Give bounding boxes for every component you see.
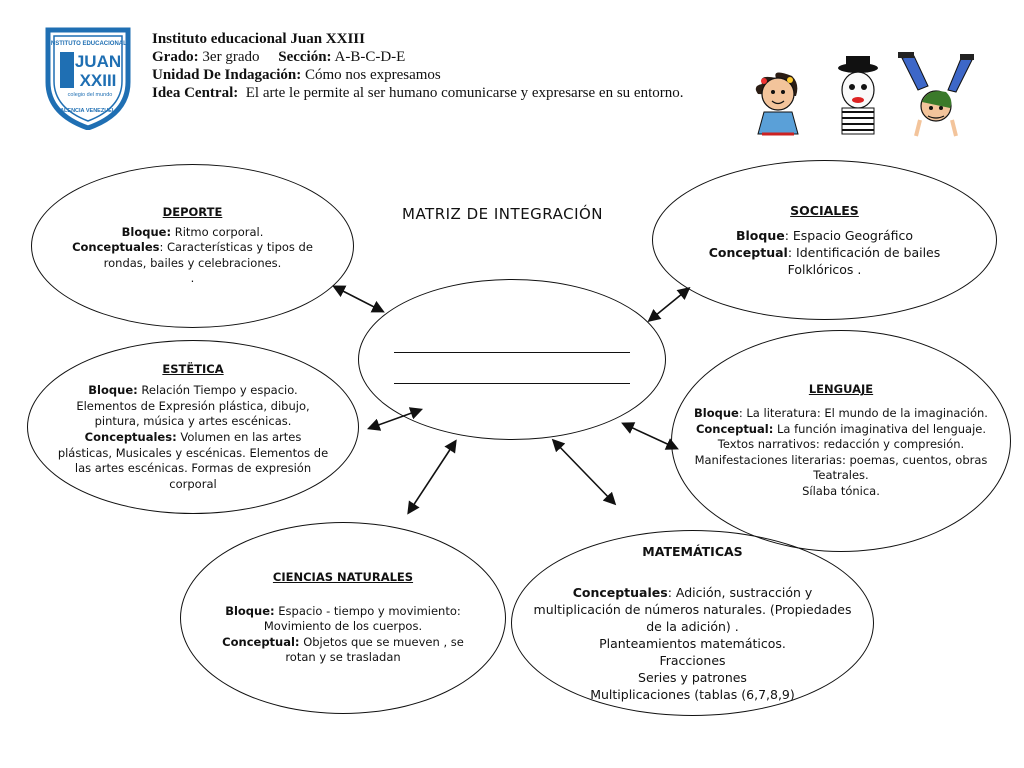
node-matematicas-conceptuales: Conceptuales: Adición, sustracción y mul… <box>532 584 853 635</box>
node-deporte-title: DEPORTE <box>163 205 223 221</box>
node-estetica-conceptuales: Conceptuales: Volumen en las artes plást… <box>56 430 330 492</box>
node-sociales: SOCIALES Bloque: Espacio Geográfico Conc… <box>652 160 997 320</box>
node-deporte-conceptuales: Conceptuales: Características y tipos de… <box>54 240 331 271</box>
node-lenguaje-line3: Textos narrativos: redacción y compresió… <box>718 437 964 453</box>
arrow-ciencias <box>409 442 455 512</box>
node-ciencias-title: CIENCIAS NATURALES <box>273 570 413 586</box>
node-estetica: ESTËTICA Bloque: Relación Tiempo y espac… <box>27 340 359 514</box>
node-deporte-bloque: Bloque: Ritmo corporal. <box>122 225 264 241</box>
node-sociales-bloque: Bloque: Espacio Geográfico <box>736 227 913 244</box>
center-blank-line-2 <box>394 367 630 384</box>
node-estetica-bloque: Bloque: Relación Tiempo y espacio. <box>88 383 297 399</box>
node-matematicas-line4: Series y patrones <box>638 669 747 686</box>
node-estetica-line2: Elementos de Expresión plástica, dibujo,… <box>56 399 330 430</box>
node-matematicas-line3: Fracciones <box>659 652 725 669</box>
node-deporte: DEPORTE Bloque: Ritmo corporal. Conceptu… <box>31 164 354 328</box>
node-ciencias-bloque: Bloque: Espacio - tiempo y movimiento: M… <box>221 604 465 635</box>
node-sociales-conceptual: Conceptual: Identificación de bailes Fol… <box>693 244 956 278</box>
node-deporte-extra: . <box>191 271 195 287</box>
node-ciencias-naturales: CIENCIAS NATURALES Bloque: Espacio - tie… <box>180 522 506 714</box>
arrow-lenguaje <box>624 424 676 448</box>
node-lenguaje-bloque: Bloque: La literatura: El mundo de la im… <box>694 406 988 422</box>
center-node <box>358 279 666 440</box>
arrow-matematicas <box>554 441 614 503</box>
node-sociales-title: SOCIALES <box>790 202 859 219</box>
arrow-sociales <box>650 289 688 320</box>
node-lenguaje-title: LENGUAJE <box>809 382 873 398</box>
node-lenguaje-line5: Sílaba tónica. <box>802 484 880 500</box>
node-lenguaje: LENGUAJE Bloque: La literatura: El mundo… <box>671 330 1011 552</box>
node-matematicas: MATEMÁTICAS Conceptuales: Adición, sustr… <box>511 530 874 716</box>
diagram-title: MATRIZ DE INTEGRACIÓN <box>402 205 603 223</box>
node-lenguaje-conceptual: Conceptual: La función imaginativa del l… <box>696 422 986 438</box>
node-matematicas-line2: Planteamientos matemáticos. <box>599 635 786 652</box>
arrow-deporte <box>335 287 382 311</box>
node-matematicas-title: MATEMÁTICAS <box>642 543 742 560</box>
node-matematicas-line5: Multiplicaciones (tablas (6,7,8,9) <box>590 686 795 703</box>
node-estetica-title: ESTËTICA <box>162 362 223 378</box>
node-ciencias-conceptual: Conceptual: Objetos que se mueven , se r… <box>221 635 465 666</box>
node-lenguaje-line4: Manifestaciones literarias: poemas, cuen… <box>688 453 994 484</box>
center-blank-line-1 <box>394 336 630 353</box>
